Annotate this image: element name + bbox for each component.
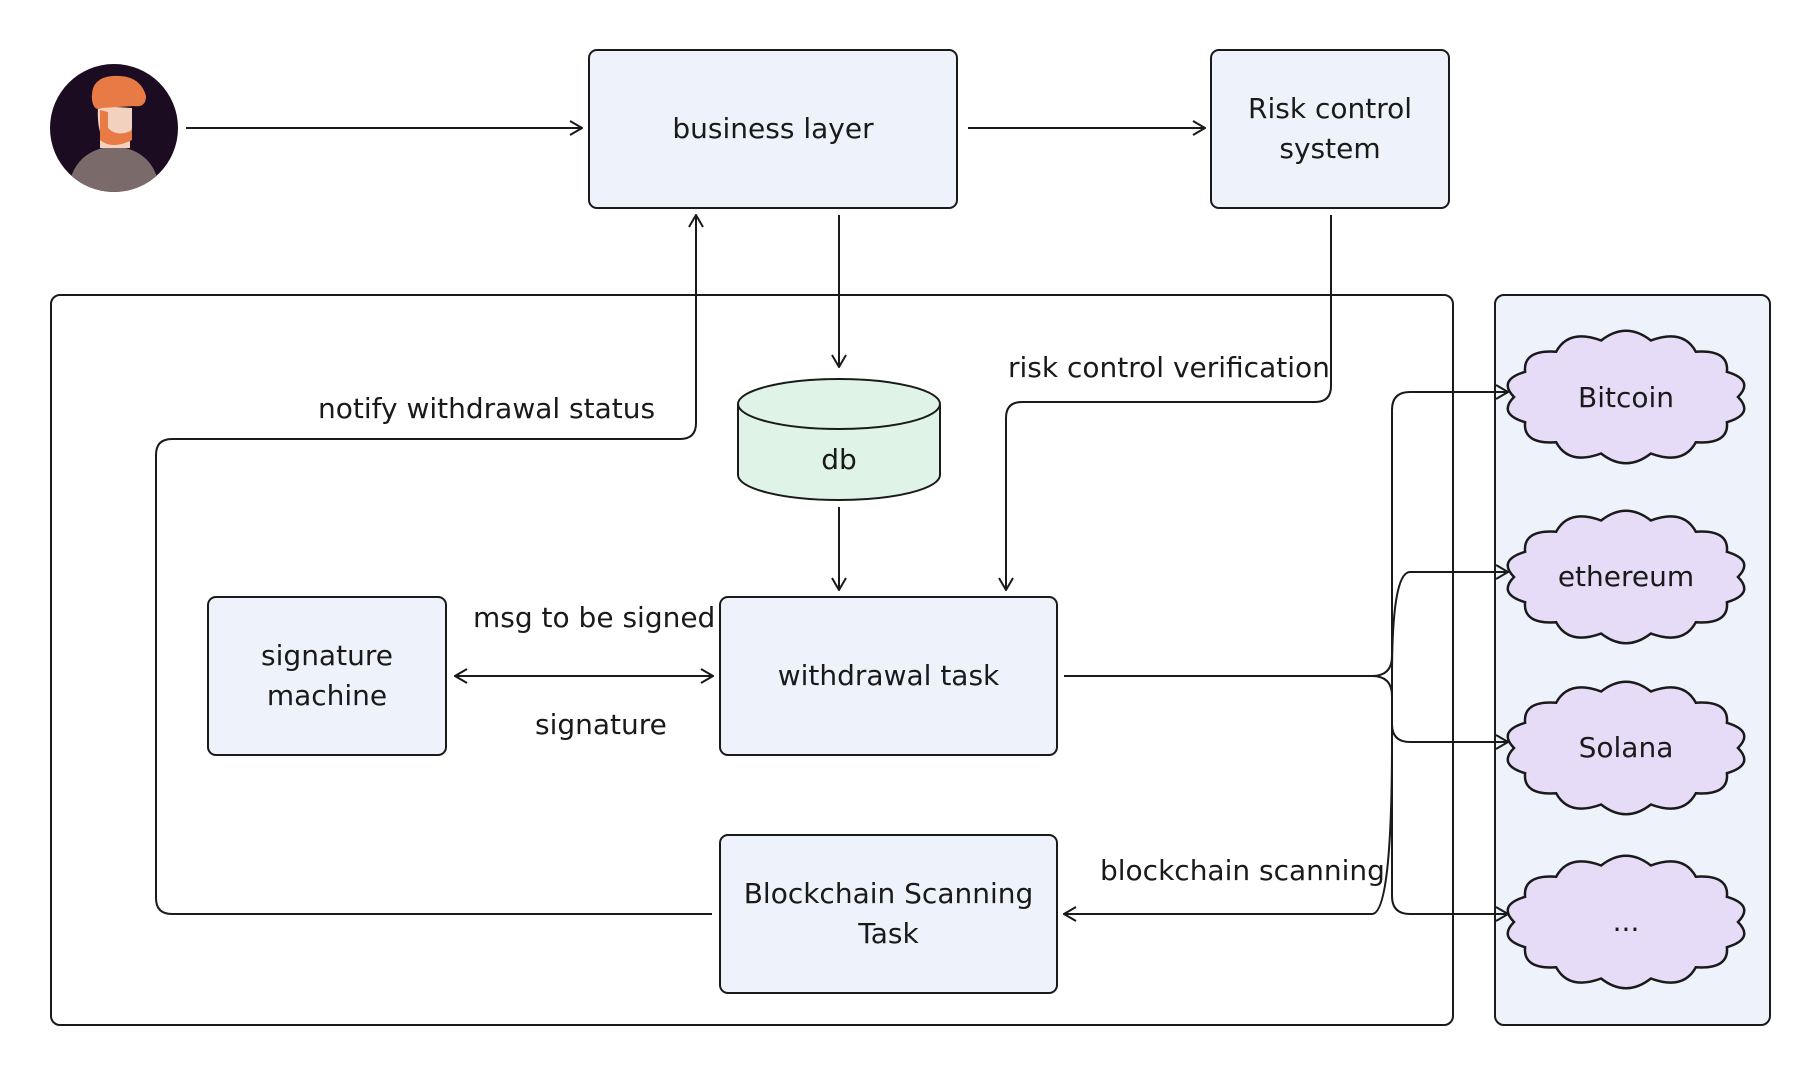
risk-control-verification-label: risk control verification <box>1008 351 1330 384</box>
chain-cloud-1 <box>1506 509 1746 645</box>
system-container <box>50 294 1454 1026</box>
signature-machine-label-line1: signature <box>261 639 393 672</box>
edge-to-bitcoin <box>1064 392 1508 677</box>
msg-to-be-signed-label: msg to be signed <box>473 601 716 634</box>
chain-cloud-2 <box>1506 680 1746 816</box>
db-label: db <box>821 443 857 476</box>
business-layer-label: business layer <box>672 112 874 145</box>
edge-scanning-to-business <box>155 215 712 915</box>
edge-to-ethereum <box>1391 572 1508 677</box>
db-cylinder <box>737 378 941 501</box>
risk-control-label-line1: Risk control <box>1248 92 1412 125</box>
signature-machine-label-line2: machine <box>266 679 388 712</box>
blockchain-scanning-label-line1: Blockchain Scanning <box>743 877 1034 910</box>
chain-panel <box>1494 294 1771 1026</box>
edge-to-more-chains <box>1391 742 1508 914</box>
edge-chains-to-scanning <box>1064 741 1393 914</box>
edge-risk-to-withdrawal <box>1006 215 1332 590</box>
risk-control-box[interactable]: Risk control system <box>1210 49 1450 209</box>
user-avatar-icon <box>50 64 178 192</box>
blockchain-scanning-label-line2: Task <box>858 917 919 950</box>
edges <box>155 128 1508 915</box>
signature-machine-box[interactable]: signature machine <box>207 596 447 756</box>
notify-withdrawal-status-label: notify withdrawal status <box>318 392 656 425</box>
chain-label-solana: Solana <box>1578 731 1674 764</box>
chain-label-ethereum: ethereum <box>1557 560 1695 593</box>
chain-cloud-0 <box>1506 329 1746 465</box>
blockchain-scanning-edge-label: blockchain scanning <box>1100 854 1385 887</box>
risk-control-label-line2: system <box>1279 132 1381 165</box>
withdrawal-task-label: withdrawal task <box>777 659 1000 692</box>
chain-cloud-3 <box>1506 854 1746 990</box>
chain-clouds <box>1506 329 1746 990</box>
blockchain-scanning-box[interactable]: Blockchain Scanning Task <box>719 834 1058 994</box>
business-layer-box[interactable]: business layer <box>588 49 958 209</box>
signature-label: signature <box>535 708 667 741</box>
withdrawal-task-box[interactable]: withdrawal task <box>719 596 1058 756</box>
chain-label-more: ... <box>1612 905 1640 938</box>
chain-label-bitcoin: Bitcoin <box>1577 381 1675 414</box>
